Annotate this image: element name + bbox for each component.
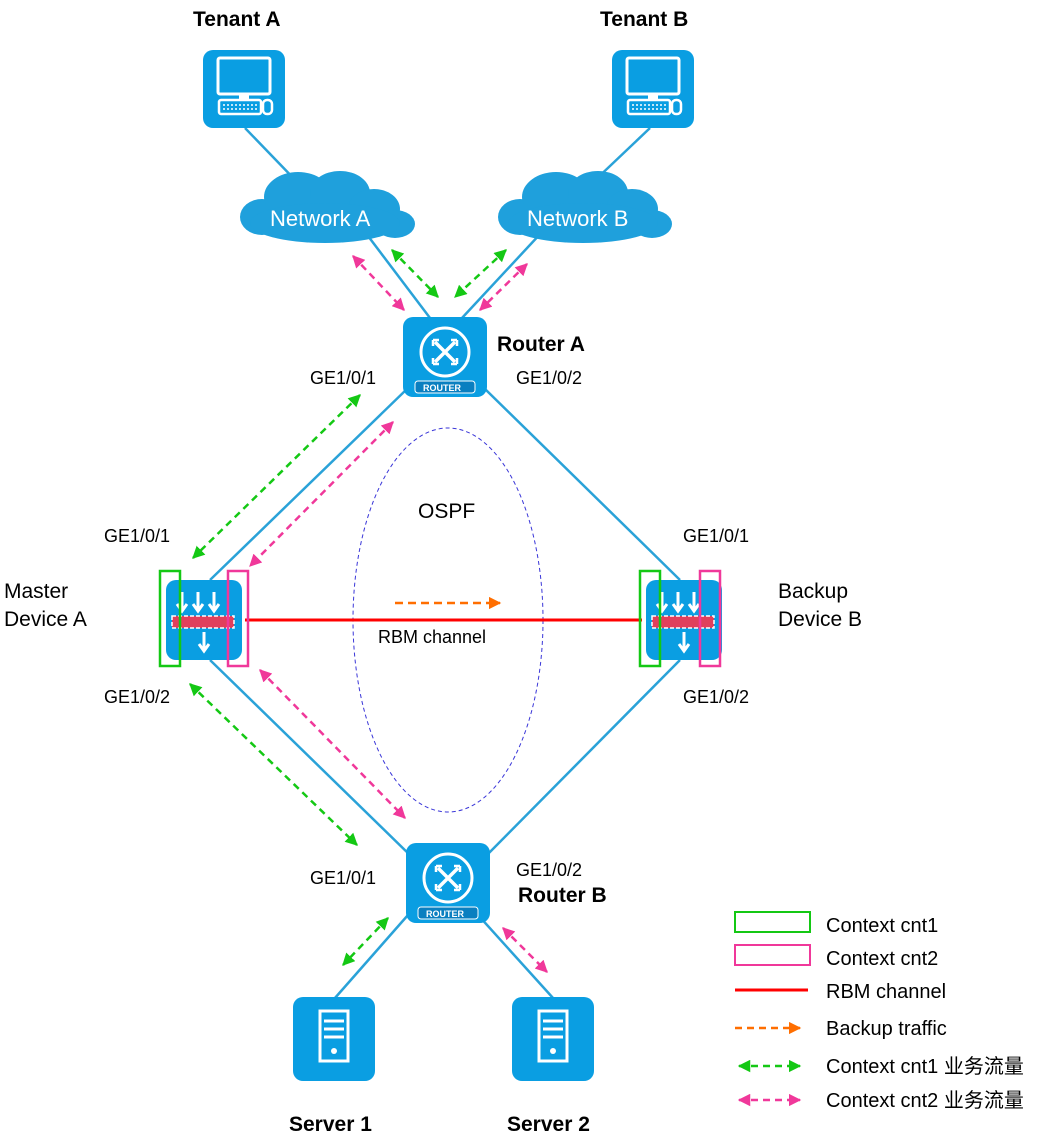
cnt1-traffic-router-b-server-1 — [342, 917, 389, 966]
link-device-a-router-b — [209, 659, 414, 859]
cnt2-traffic-router-b-server-2 — [502, 927, 548, 973]
device-a-label-line2: Device A — [4, 608, 87, 631]
server-1: Server 1 — [289, 997, 375, 1136]
legend-cnt1-traffic-label: Context cnt1 业务流量 — [826, 1055, 1024, 1078]
cnt2-traffic-device-a-router-b — [259, 669, 406, 819]
legend: Context cnt1 Context cnt2 RBM channel Ba… — [734, 911, 1024, 1112]
server-icon — [512, 997, 594, 1081]
tenant-b: Tenant B — [600, 8, 694, 128]
server-1-label: Server 1 — [289, 1113, 372, 1136]
device-b-label-line1: Backup — [778, 580, 848, 603]
link-router-a-device-b — [483, 387, 681, 581]
router-icon: ROUTER — [406, 843, 490, 923]
link-network-b-router-a — [461, 231, 543, 319]
context-cnt1-box — [158, 569, 182, 668]
router-a-label: Router A — [497, 333, 585, 356]
cnt1-traffic-router-a-device-a — [192, 394, 361, 559]
network-a-cloud: Network A — [240, 171, 415, 243]
device-b-port-ge1-0-2: GE1/0/2 — [683, 687, 749, 707]
legend-cnt2-traffic-label: Context cnt2 业务流量 — [826, 1089, 1024, 1112]
router-b-port-ge1-0-2: GE1/0/2 — [516, 860, 582, 880]
pc-icon — [612, 50, 694, 128]
router-a-badge: ROUTER — [423, 383, 462, 393]
legend-cnt2-swatch — [734, 944, 811, 966]
device-b-label-line2: Device B — [778, 608, 862, 631]
context-cnt1-box — [638, 569, 662, 668]
server-2-label: Server 2 — [507, 1113, 590, 1136]
pc-icon — [203, 50, 285, 128]
device-b-port-ge1-0-1: GE1/0/1 — [683, 526, 749, 546]
cnt1-traffic-device-a-router-b — [189, 683, 358, 846]
ospf-label: OSPF — [418, 500, 475, 523]
cnt2-traffic-network-b — [479, 263, 528, 311]
tenant-a-label: Tenant A — [193, 8, 281, 31]
traffic-arrows — [189, 249, 548, 973]
network-a-label: Network A — [270, 206, 371, 231]
router-b: ROUTER Router B GE1/0/1 GE1/0/2 — [310, 843, 607, 923]
legend-rbm-label: RBM channel — [826, 981, 946, 1003]
cnt2-traffic-network-a — [352, 255, 405, 311]
router-a-port-ge1-0-2: GE1/0/2 — [516, 368, 582, 388]
rbm-channel-label: RBM channel — [378, 627, 486, 647]
router-a-port-ge1-0-1: GE1/0/1 — [310, 368, 376, 388]
network-b-cloud: Network B — [498, 171, 672, 243]
router-icon: ROUTER — [403, 317, 487, 397]
context-cnt2-box — [226, 569, 250, 668]
network-b-label: Network B — [527, 206, 628, 231]
tenant-a: Tenant A — [193, 8, 285, 128]
link-router-b-server-2 — [477, 914, 554, 999]
firewall-icon — [166, 580, 242, 660]
server-2: Server 2 — [507, 997, 594, 1136]
tenant-b-label: Tenant B — [600, 8, 688, 31]
legend-cnt2-label: Context cnt2 — [826, 948, 938, 970]
router-a: ROUTER Router A GE1/0/1 GE1/0/2 — [310, 317, 585, 397]
cnt2-traffic-router-a-device-a — [249, 421, 394, 567]
server-icon — [293, 997, 375, 1081]
firewall-icon — [646, 580, 722, 660]
link-network-a-router-a — [364, 231, 431, 319]
backup-device-b: Backup Device B GE1/0/1 GE1/0/2 — [638, 526, 862, 707]
legend-cnt1-swatch — [734, 911, 811, 933]
legend-cnt1-label: Context cnt1 — [826, 915, 938, 937]
router-b-label: Router B — [518, 884, 607, 907]
device-a-port-ge1-0-1: GE1/0/1 — [104, 526, 170, 546]
legend-backup-label: Backup traffic — [826, 1018, 947, 1040]
cnt1-traffic-network-a — [391, 249, 439, 298]
master-device-a: Master Device A GE1/0/1 GE1/0/2 — [4, 526, 250, 707]
router-b-port-ge1-0-1: GE1/0/1 — [310, 868, 376, 888]
cnt1-traffic-network-b — [454, 249, 507, 298]
context-cnt2-box — [698, 569, 722, 668]
link-router-b-server-1 — [334, 914, 409, 999]
device-a-port-ge1-0-2: GE1/0/2 — [104, 687, 170, 707]
router-b-badge: ROUTER — [426, 909, 465, 919]
device-a-label-line1: Master — [4, 580, 68, 603]
link-router-a-device-a — [209, 387, 409, 581]
link-device-b-router-b — [483, 659, 681, 859]
